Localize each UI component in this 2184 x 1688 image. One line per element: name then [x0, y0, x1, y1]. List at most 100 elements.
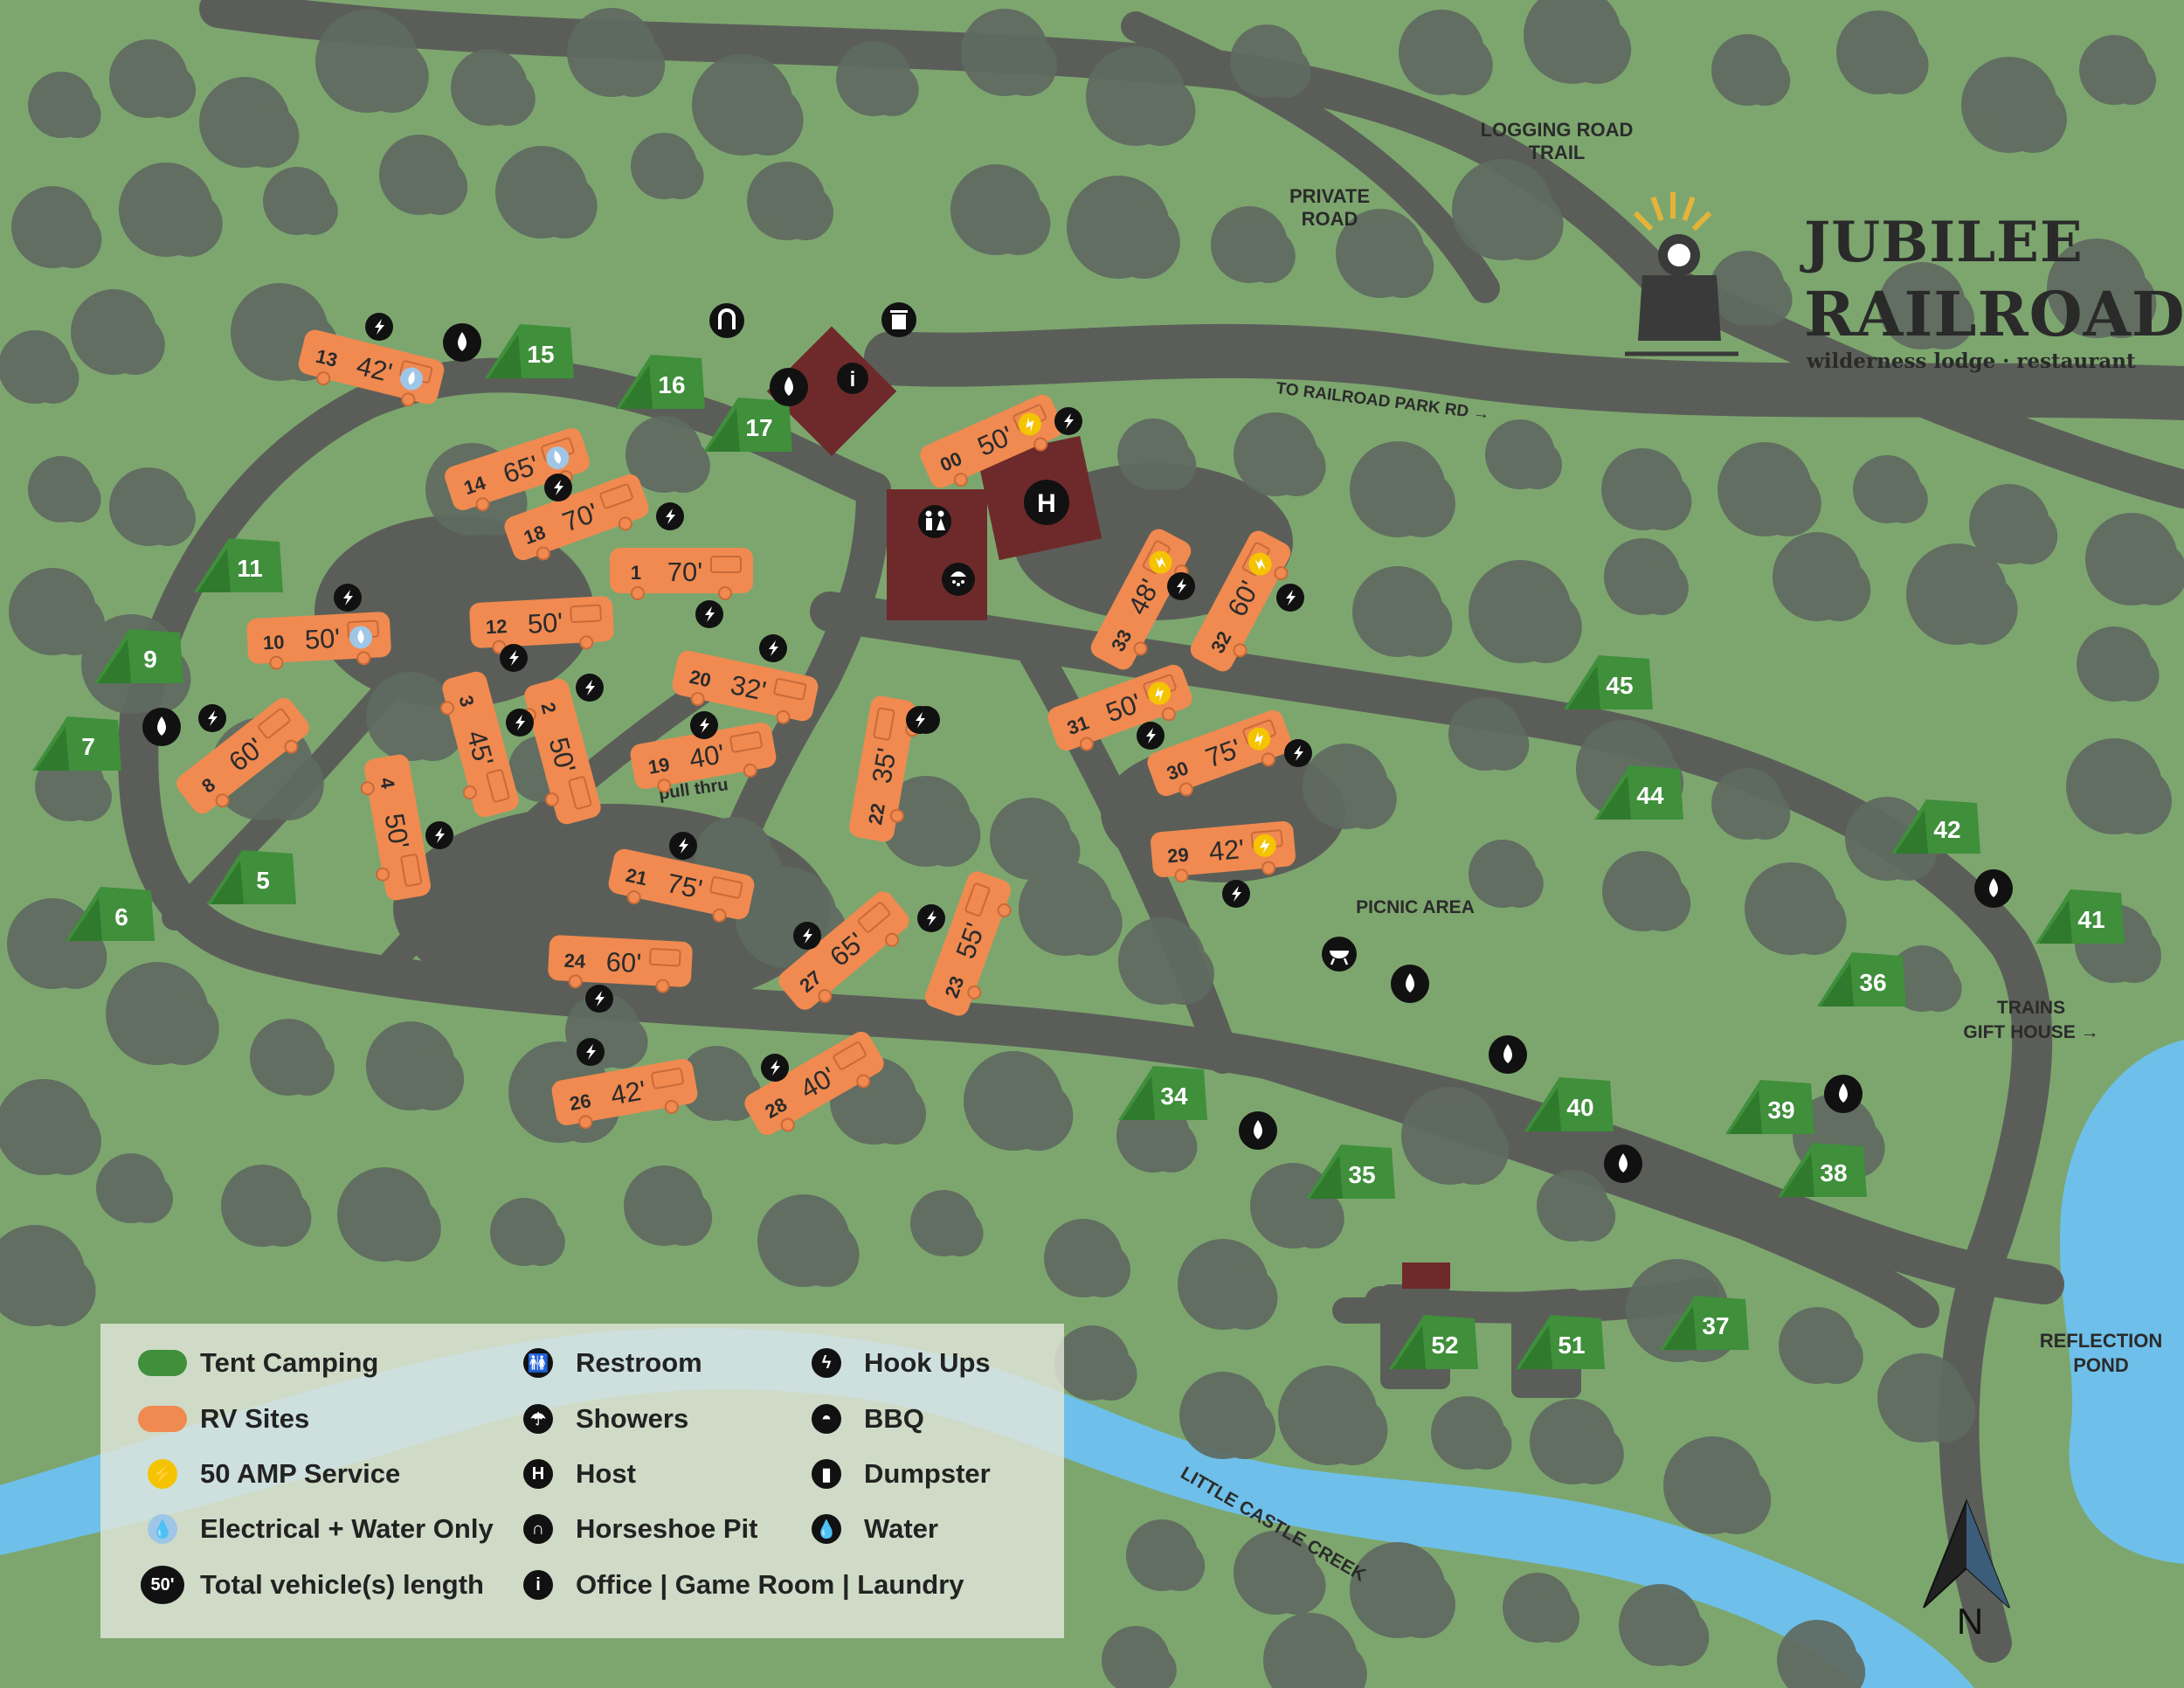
tent-site-39[interactable]: 39 — [1725, 1080, 1814, 1134]
tree — [105, 315, 165, 376]
rv-swatch — [138, 1406, 187, 1432]
legend-tent-camping: Tent Camping — [135, 1343, 378, 1383]
rv-shape — [849, 695, 916, 842]
tree — [54, 475, 101, 523]
tent-site-37[interactable]: 37 — [1660, 1296, 1749, 1350]
tree — [1531, 1594, 1579, 1643]
shower-icon: ☂ — [523, 1404, 553, 1434]
rv-site-4[interactable]: 450' — [356, 753, 432, 903]
hookup-icon — [1054, 407, 1082, 435]
tent-door — [1393, 1325, 1426, 1369]
tree — [1477, 719, 1530, 771]
tree — [1807, 558, 1871, 621]
tree — [1241, 229, 1296, 284]
tree — [1440, 1116, 1510, 1186]
water-icon — [443, 323, 481, 362]
water-drop — [408, 370, 415, 385]
rv-shape — [608, 848, 755, 920]
tent-site-42[interactable]: 42 — [1891, 799, 1980, 854]
bbq-icon — [1322, 937, 1357, 972]
tent-site-17[interactable]: 17 — [703, 398, 792, 452]
tent-site-5[interactable]: 5 — [207, 850, 296, 904]
tent-site-40[interactable]: 40 — [1524, 1077, 1614, 1131]
rv-window — [729, 730, 763, 753]
tent-door — [36, 727, 69, 771]
tent-site-34[interactable]: 34 — [1118, 1066, 1207, 1120]
rv-wheel — [618, 516, 632, 531]
private-road — [1121, 11, 1500, 303]
rv-window — [833, 1041, 867, 1070]
rv-site-8[interactable]: 860' — [172, 694, 317, 822]
tent-site-6[interactable]: 6 — [66, 887, 155, 941]
rv-wheel — [953, 473, 968, 488]
tree — [1267, 437, 1326, 496]
tent-site-51[interactable]: 51 — [1516, 1315, 1605, 1369]
tree — [1912, 1380, 1976, 1443]
rv-wheel — [856, 1074, 871, 1089]
rv-window — [599, 483, 633, 509]
tree — [1388, 470, 1455, 537]
tree — [1213, 1266, 1278, 1330]
tent-site-45[interactable]: 45 — [1564, 655, 1653, 709]
rv-site-number: 4 — [376, 776, 399, 791]
tent-site-7[interactable]: 7 — [32, 716, 121, 771]
tree — [517, 1218, 565, 1266]
rv-wheel — [578, 1115, 593, 1130]
water-icon — [770, 368, 808, 406]
tent-site-35[interactable]: 35 — [1306, 1145, 1395, 1199]
tree — [936, 1209, 984, 1256]
tent-site-36[interactable]: 36 — [1817, 952, 1906, 1007]
tree — [1562, 15, 1632, 84]
brand-tagline: wilderness lodge · restaurant — [1807, 349, 2136, 373]
tent-site-38[interactable]: 38 — [1778, 1143, 1867, 1197]
rv-site-number: 29 — [1166, 844, 1190, 868]
tent-site-number: 36 — [1859, 969, 1886, 996]
rv-shape — [924, 871, 1012, 1016]
tent-site-41[interactable]: 41 — [2035, 889, 2125, 944]
tent-site-9[interactable]: 9 — [94, 629, 183, 683]
tent-site-44[interactable]: 44 — [1594, 765, 1683, 820]
tent-site-52[interactable]: 52 — [1389, 1315, 1478, 1369]
rv-site-number: 20 — [688, 666, 713, 692]
tent-site-number: 16 — [658, 371, 685, 398]
tree — [2086, 268, 2157, 338]
rv-site-2[interactable]: 250' — [516, 676, 603, 828]
tree — [655, 1189, 713, 1247]
tent-door — [1567, 666, 1600, 709]
legend-label: Restroom — [576, 1347, 702, 1378]
tree — [794, 1221, 860, 1287]
tree — [1337, 769, 1397, 829]
rv-site-number: 26 — [568, 1090, 592, 1115]
tent-site-15[interactable]: 15 — [485, 324, 574, 378]
rv-site-3[interactable]: 345' — [434, 669, 521, 821]
tree — [252, 748, 324, 820]
tree — [595, 1015, 648, 1069]
tree — [1317, 1395, 1388, 1465]
tent-site-16[interactable]: 16 — [616, 355, 705, 409]
tent-site-11[interactable]: 11 — [194, 538, 283, 592]
